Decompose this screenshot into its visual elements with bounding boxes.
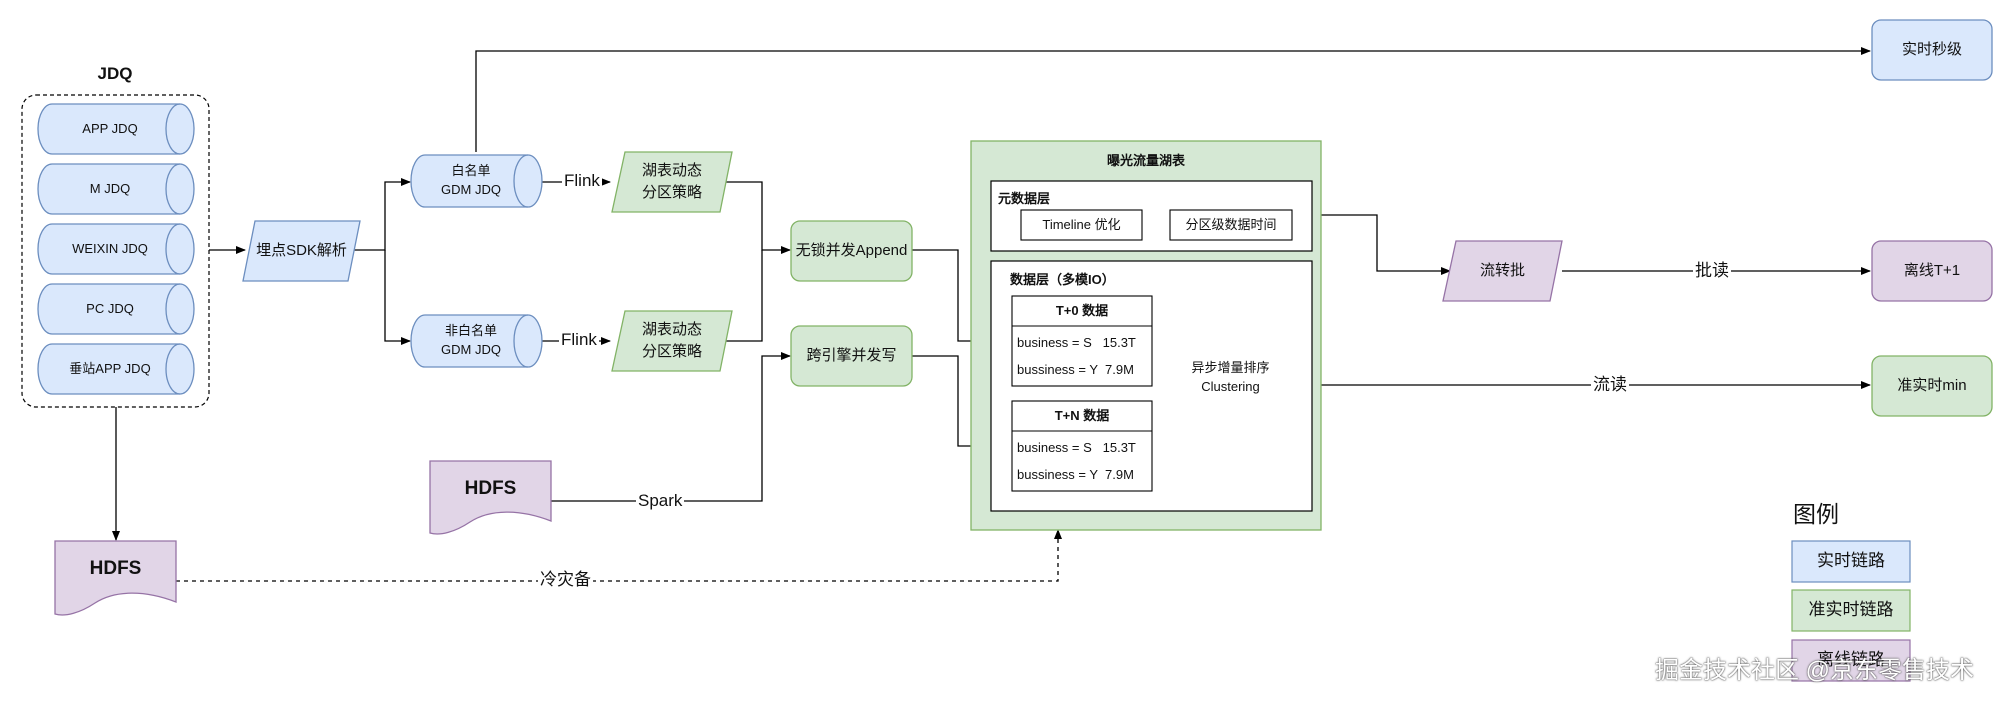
hdfs-left-document [54, 540, 177, 616]
offline-t1-label: 离线T+1 [1903, 262, 1961, 280]
jdq-cylinder [37, 163, 195, 215]
jdq-item-label: 垂站APP JDQ [69, 360, 151, 376]
edge-label-flink-2: Flink [559, 330, 599, 351]
watermark: 掘金技术社区 @京东零售技术 [1655, 657, 1975, 684]
hdfs-mid-document [429, 460, 552, 535]
meta-partition-label: 分区级数据时间 [1185, 216, 1277, 232]
partition-2-parallelogram [611, 310, 733, 372]
data-layer-title: 数据层（多模IO） [1010, 271, 1115, 287]
edge-label-batch-read: 批读 [1693, 261, 1731, 282]
hdfs-left-label: HDFS [89, 558, 142, 580]
stream-batch-label: 流转批 [1479, 262, 1525, 280]
jdq-group-title: JDQ [97, 63, 133, 83]
legend-label-offline: 离线链路 [1817, 650, 1885, 670]
tn-table-frame [1011, 400, 1153, 492]
legend-label-near-realtime: 准实时链路 [1808, 600, 1894, 620]
jdq-cylinder [37, 283, 195, 335]
jdq-group-frame [21, 94, 210, 408]
edge-cold-backup [176, 529, 1062, 582]
legend-label-realtime: 实时链路 [1817, 551, 1885, 571]
multi-engine-label: 跨引擎并发写 [806, 347, 897, 365]
edge-label-cold-backup: 冷灾备 [538, 570, 593, 591]
append-box [790, 220, 913, 282]
nonwhitelist-label: 非白名单 GDM JDQ [441, 323, 501, 357]
partition-2-label: 湖表动态 分区策略 [641, 321, 702, 360]
t0-title: T+0 数据 [1055, 302, 1109, 318]
legend-swatch-near-realtime [1791, 589, 1911, 632]
lake-title: 曝光流量湖表 [1106, 152, 1185, 168]
jdq-item-label: APP JDQ [82, 120, 138, 136]
meta-timeline-box [1020, 209, 1143, 241]
t0-row-1: business = S 15.3T [1017, 334, 1136, 350]
edge-spark [551, 352, 791, 502]
meta-partition-box [1169, 209, 1293, 241]
partition-1-label: 湖表动态 分区策略 [641, 162, 702, 201]
meta-timeline-label: Timeline 优化 [1042, 216, 1121, 232]
t0-row-2: bussiness = Y 7.9M [1017, 361, 1134, 377]
whitelist-label: 白名单 GDM JDQ [441, 163, 501, 197]
jdq-cylinder [37, 343, 195, 395]
stream-batch-parallelogram [1442, 240, 1563, 302]
multi-engine-box [790, 325, 913, 387]
sdk-label: 埋点SDK解析 [256, 242, 347, 260]
partition-1-parallelogram [611, 151, 733, 213]
hdfs-mid-label: HDFS [464, 478, 517, 500]
near-realtime-box [1871, 355, 1993, 417]
whitelist-cylinder [410, 154, 543, 208]
legend-swatch-offline [1791, 639, 1911, 682]
t0-table-frame [1011, 295, 1153, 387]
near-realtime-label: 准实时min [1897, 377, 1967, 395]
legend-swatch-realtime [1791, 540, 1911, 583]
jdq-cylinder [37, 223, 195, 275]
jdq-item-label: PC JDQ [86, 300, 134, 316]
edge-partition-1-to-append [720, 181, 791, 254]
tn-title: T+N 数据 [1054, 407, 1110, 423]
edge-whitelist-to-realtime [475, 47, 1871, 152]
realtime-sec-label: 实时秒级 [1901, 41, 1962, 59]
edge-sdk-fork [350, 178, 411, 251]
realtime-sec-box [1871, 19, 1993, 81]
tn-row-2: bussiness = Y 7.9M [1017, 466, 1134, 482]
jdq-item-label: M JDQ [89, 180, 131, 196]
edge-label-spark: Spark [636, 491, 685, 512]
meta-layer-title: 元数据层 [998, 190, 1051, 206]
nonwhitelist-cylinder [410, 314, 543, 368]
edge-meta-to-streambatch [1312, 214, 1451, 275]
edge-label-flink-1: Flink [562, 171, 602, 192]
legend-title: 图例 [1793, 501, 1839, 528]
edge-partition-2-to-multi [720, 250, 763, 342]
edge-label-stream-read: 流读 [1591, 375, 1629, 396]
jdq-cylinder [37, 103, 195, 155]
edge-sdk-to-nonwhitelist [384, 250, 411, 345]
tn-row-1: business = S 15.3T [1017, 439, 1136, 455]
append-label: 无锁并发Append [795, 242, 908, 260]
async-clustering-label: 异步增量排序 Clustering [1191, 359, 1270, 394]
offline-t1-box [1871, 240, 1993, 302]
sdk-parallelogram [242, 220, 361, 282]
jdq-item-label: WEIXIN JDQ [72, 240, 148, 256]
